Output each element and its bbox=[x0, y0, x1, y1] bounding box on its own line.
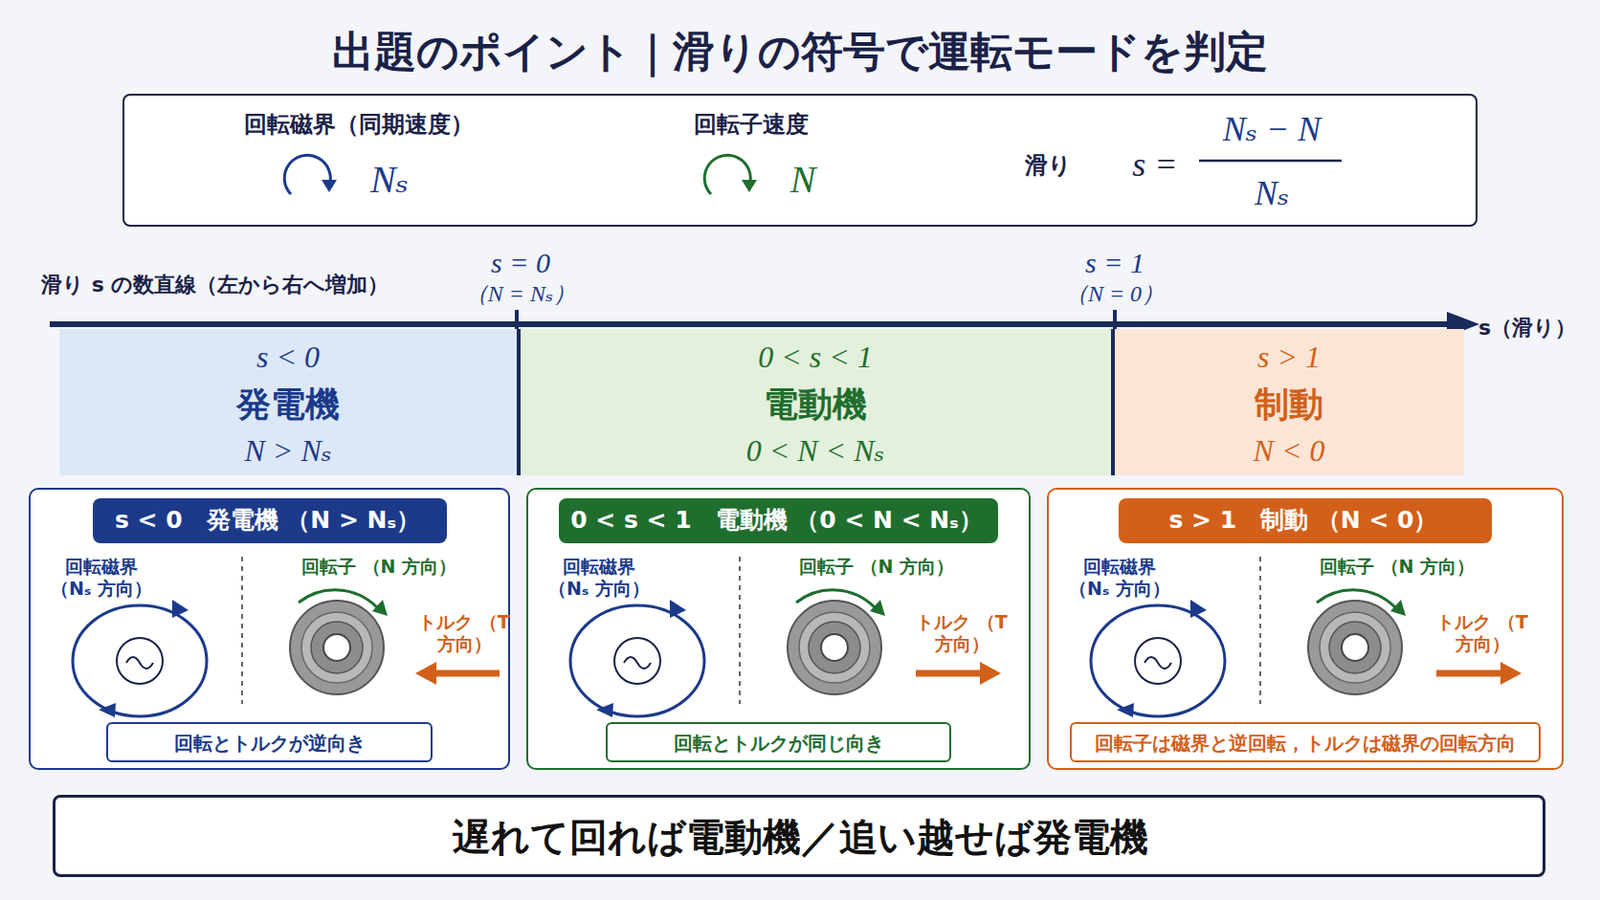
node-text: N bbox=[790, 156, 817, 203]
panel-header: s > 1 制動 （N < 0） bbox=[1118, 498, 1492, 544]
node-text: 回転子 （N 方向） bbox=[301, 555, 457, 578]
node-text: 遅れて回れば電動機／追い越せば発電機 bbox=[452, 814, 1149, 861]
axis-label: （N = Nₛ） bbox=[465, 280, 577, 309]
node-text: トルク （T 方向） bbox=[1429, 611, 1535, 656]
node-text: s < 0 発電機 （N > Nₛ） bbox=[114, 506, 421, 535]
node-text: 回転磁界 （Nₛ 方向） bbox=[1052, 555, 1187, 600]
node-text: s > 1 bbox=[1257, 338, 1321, 376]
mode-panel: 回転磁界 （Nₛ 方向）回転子 （N 方向）トルク （T 方向）s < 0 発電… bbox=[28, 488, 511, 771]
axis-label: 滑り s の数直線（左から右へ増加） bbox=[41, 272, 389, 298]
mode-panel: 回転磁界 （Nₛ 方向） 回転子 （N 方向） トルク （T 方向） 0 < s < … bbox=[526, 488, 1031, 771]
node-text: Nₛ bbox=[370, 156, 409, 203]
node-text: 回転子 （N 方向） bbox=[799, 555, 955, 578]
mode-band: 0 < s < 1 電動機 0 < N < Nₛ bbox=[516, 329, 1115, 476]
axis-label: （N = 0） bbox=[1065, 280, 1165, 309]
node-text: Nₛ − N bbox=[1222, 109, 1321, 151]
node-text: s = bbox=[1132, 144, 1178, 186]
node-text: 滑り bbox=[1024, 152, 1072, 180]
axis-label: s = 1 bbox=[1085, 245, 1145, 281]
axis-label: s = 0 bbox=[490, 245, 551, 281]
info-box: 回転磁界（同期速度） Nₛ 回転子速度 N 滑り s = Nₛ − N Nₛ bbox=[122, 93, 1478, 227]
panel-footer: 回転子は磁界と逆回転，トルクは磁界の回転方向 bbox=[1069, 722, 1541, 763]
node-text: 回転磁界 （Nₛ 方向） bbox=[532, 555, 667, 600]
node-text: 発電機 bbox=[236, 383, 340, 425]
mode-band: s > 1 制動 N < 0 bbox=[1114, 329, 1465, 476]
node-text: Nₛ bbox=[1254, 173, 1289, 215]
panel-header: s < 0 発電機 （N > Nₛ） bbox=[92, 498, 447, 544]
node-text: 回転子 （N 方向） bbox=[1319, 555, 1475, 578]
title-text: 出題のポイント｜滑りの符号で運転モードを判定 bbox=[332, 23, 1268, 81]
node-text: 回転子は磁界と逆回転，トルクは磁界の回転方向 bbox=[1094, 732, 1516, 756]
node-text: トルク （T 方向） bbox=[411, 611, 517, 656]
node-text: 回転子速度 bbox=[693, 111, 809, 139]
node-text: N > Nₛ bbox=[244, 432, 332, 469]
node-text: s < 0 bbox=[256, 338, 320, 376]
mode-panel: 回転磁界 （Nₛ 方向） 回転子 （N 方向） トルク （T 方向） s > 1 制動… bbox=[1046, 488, 1564, 771]
node-text: 0 < s < 1 bbox=[757, 338, 873, 376]
panel-footer: 回転とトルクが逆向き bbox=[106, 722, 433, 763]
node-text: 電動機 bbox=[763, 383, 867, 425]
node-text: N < 0 bbox=[1253, 432, 1326, 469]
axis-label: s（滑り） bbox=[1478, 315, 1577, 341]
node-text: トルク （T 方向） bbox=[909, 611, 1015, 656]
node-text: 回転磁界 （Nₛ 方向） bbox=[34, 555, 169, 600]
node-text: 回転とトルクが逆向き bbox=[174, 732, 366, 756]
panel-footer: 回転とトルクが同じ向き bbox=[605, 722, 952, 763]
node-text: 回転とトルクが同じ向き bbox=[673, 732, 885, 756]
summary-box: 遅れて回れば電動機／追い越せば発電機 bbox=[52, 795, 1546, 878]
panel-header: 0 < s < 1 電動機 （0 < N < Nₛ） bbox=[558, 498, 999, 544]
node-text: 制動 bbox=[1254, 383, 1324, 425]
node-text: 0 < s < 1 電動機 （0 < N < Nₛ） bbox=[570, 506, 983, 535]
mode-band: s < 0 発電機 N > Nₛ bbox=[59, 329, 517, 476]
node-text: 回転磁界（同期速度） bbox=[244, 111, 474, 139]
node-text: 0 < N < Nₛ bbox=[746, 432, 886, 469]
node-text: s > 1 制動 （N < 0） bbox=[1168, 506, 1438, 535]
